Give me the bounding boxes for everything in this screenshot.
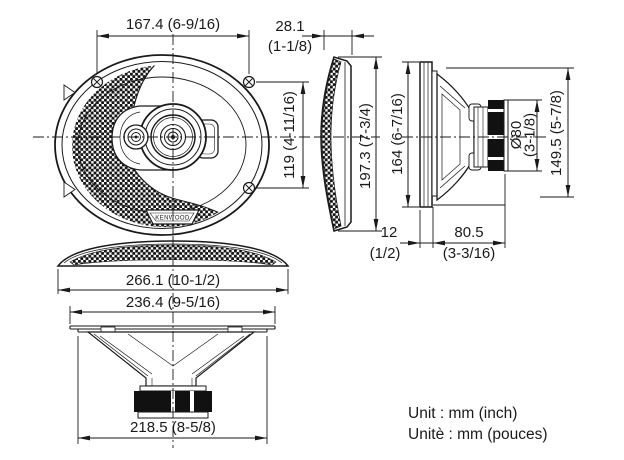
basket-brace-lines <box>439 85 466 189</box>
flange-tab-left <box>100 326 116 333</box>
dim-grille-depth: 28.1 (1-1/8) <box>268 18 374 55</box>
dim-label-magnet-diameter-mm: Ø80 <box>508 121 525 149</box>
dim-label-protrusion-inch: (1/2) <box>370 245 401 262</box>
dim-label-grille-depth-mm: 28.1 <box>275 18 304 35</box>
dim-magnet-diameter: Ø80 (3-1/8) <box>506 99 542 172</box>
dim-label-mounting-depth-mm: 80.5 <box>454 224 483 241</box>
badge-plate <box>145 209 200 225</box>
grille-side-view: 28.1 (1-1/8) 197.3 (7-3/4) <box>268 18 382 232</box>
rim-notch-upper <box>63 84 76 101</box>
dim-label-front-hole-pitch: 119 (4-11/16) <box>281 91 298 179</box>
gasket <box>431 70 438 197</box>
mounting-screws <box>90 75 256 195</box>
bottom-profile-view: 266.1 (10-1/2) 236.4 (9-5/16) <box>56 236 290 448</box>
dim-label-magnet-diameter-inch: (3-1/8) <box>522 113 539 157</box>
speaker-section-view: 164 (6-7/16) 149.5 (5-7/8) Ø80 (3-1/8) 1… <box>370 61 574 262</box>
front-view: KENWOOD 167.4 (6-9/16) <box>33 16 311 243</box>
brand-badge: KENWOOD <box>145 209 200 225</box>
grille-inner-rim <box>61 61 263 229</box>
dim-frame-height: 164 (6-7/16) <box>389 61 419 208</box>
basket-profile <box>86 331 256 387</box>
dim-label-grille-height: 197.3 (7-3/4) <box>357 103 374 189</box>
unit-note-fr: Unitè : mm (pouces) <box>408 426 548 443</box>
dim-label-basket-height: 149.5 (5-7/8) <box>548 90 565 176</box>
dim-label-frame-height: 164 (6-7/16) <box>389 93 406 175</box>
dim-label-grille-depth-inch: (1-1/8) <box>268 38 312 55</box>
dim-label-protrusion-mm: 12 <box>381 224 398 241</box>
flange-ends <box>69 326 276 329</box>
screw-top-right-icon <box>242 75 256 89</box>
unit-note: Unit : mm (inch) Unitè : mm (pouces) <box>408 405 548 443</box>
dim-basket-height: 149.5 (5-7/8) <box>446 67 574 198</box>
grille-profile-mesh <box>321 58 342 230</box>
rim-notch-lower <box>63 181 76 198</box>
spider-lines <box>151 378 193 386</box>
dim-depths: 12 (1/2) 80.5 (3-3/16) <box>370 174 506 262</box>
tweeter-bracket-inner-line <box>119 111 141 165</box>
dim-front-width: 167.4 (6-9/16) <box>96 16 250 74</box>
magnet-gap-right <box>190 391 194 412</box>
frame-flange-lines <box>423 62 429 207</box>
frame-flange <box>419 61 433 208</box>
dim-label-mounting-depth-inch: (3-3/16) <box>443 245 496 262</box>
magnet-gap-bottom <box>488 157 504 160</box>
basket-inner-outline <box>441 93 461 181</box>
screw-top-left-icon <box>90 75 104 89</box>
brand-label: KENWOOD <box>155 216 190 222</box>
dim-front-hole-pitch: 119 (4-11/16) <box>256 81 309 189</box>
badge-plate-inner <box>149 212 195 222</box>
magnet-gap-center <box>171 391 175 412</box>
magnet-gap-top <box>488 109 504 112</box>
dim-grille-height: 197.3 (7-3/4) <box>338 56 382 232</box>
screw-bottom-right-icon <box>242 181 256 195</box>
unit-note-en: Unit : mm (inch) <box>408 405 517 422</box>
dim-label-front-width: 167.4 (6-9/16) <box>126 16 220 33</box>
speaker-body-profile <box>69 325 276 419</box>
dim-frame-outer-width: 236.4 (9-5/16) <box>69 294 276 324</box>
flange-tab-right <box>227 326 243 333</box>
